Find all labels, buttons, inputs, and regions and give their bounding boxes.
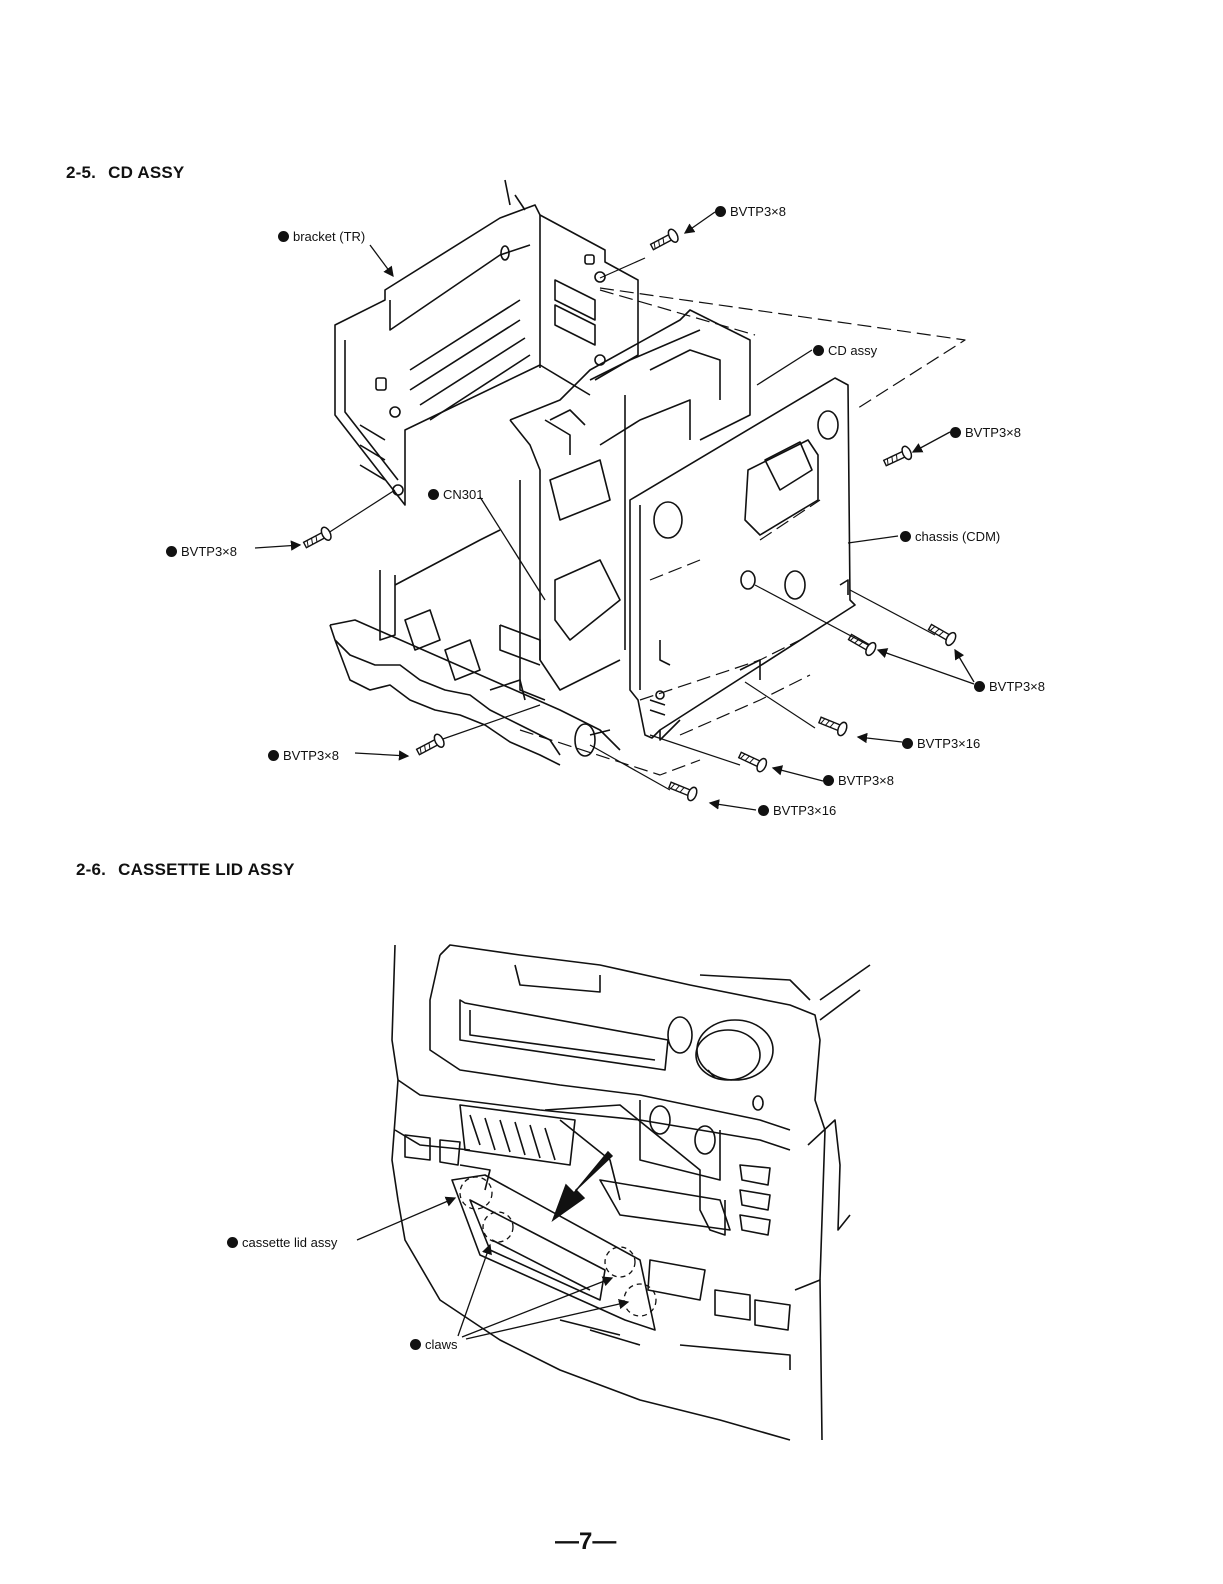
callout-cn301: CN301 <box>428 487 483 502</box>
page-number: —7— <box>555 1528 616 1556</box>
callout-screw-b: BVTP3×8 <box>823 773 894 788</box>
callout-screw-left: BVTP3×8 <box>166 544 237 559</box>
callout-cd-assy: CD assy <box>813 343 877 358</box>
callout-marker-icon <box>823 775 834 786</box>
callout-text: cassette lid assy <box>242 1235 337 1250</box>
callout-claws: claws <box>410 1337 458 1352</box>
callout-marker-icon <box>227 1237 238 1248</box>
callout-marker-icon <box>900 531 911 542</box>
callout-screw-top: BVTP3×8 <box>715 204 786 219</box>
callout-marker-icon <box>410 1339 421 1350</box>
callout-text: chassis (CDM) <box>915 529 1000 544</box>
callout-text: BVTP3×8 <box>965 425 1021 440</box>
callout-screw-bottom-left: BVTP3×8 <box>268 748 339 763</box>
callout-text: bracket (TR) <box>293 229 365 244</box>
callout-text: BVTP3×8 <box>283 748 339 763</box>
callout-marker-icon <box>758 805 769 816</box>
callout-screw-right-lower: BVTP3×8 <box>974 679 1045 694</box>
callout-marker-icon <box>278 231 289 242</box>
callout-text: CD assy <box>828 343 877 358</box>
bracket-tr-part <box>335 180 638 505</box>
cassette-lid <box>452 1175 655 1330</box>
callout-text: CN301 <box>443 487 483 502</box>
callout-text: BVTP3×8 <box>989 679 1045 694</box>
callout-marker-icon <box>813 345 824 356</box>
callout-screw-16-a: BVTP3×16 <box>902 736 980 751</box>
callout-text: claws <box>425 1337 458 1352</box>
callout-chassis-cdm: chassis (CDM) <box>900 529 1000 544</box>
callout-text: BVTP3×16 <box>917 736 980 751</box>
cd-assy-part <box>500 310 750 700</box>
callout-text: BVTP3×8 <box>730 204 786 219</box>
bottom-tray-part <box>330 530 620 765</box>
callout-marker-icon <box>428 489 439 500</box>
callout-marker-icon <box>268 750 279 761</box>
callout-marker-icon <box>166 546 177 557</box>
callout-screw-right: BVTP3×8 <box>950 425 1021 440</box>
callout-cassette-lid-assy: cassette lid assy <box>227 1235 337 1250</box>
callout-screw-16-b: BVTP3×16 <box>758 803 836 818</box>
callout-marker-icon <box>974 681 985 692</box>
callout-marker-icon <box>715 206 726 217</box>
callout-text: BVTP3×8 <box>181 544 237 559</box>
callout-marker-icon <box>902 738 913 749</box>
cassette-deck-part <box>392 945 870 1440</box>
callout-text: BVTP3×16 <box>773 803 836 818</box>
callout-bracket-tr: bracket (TR) <box>278 229 365 244</box>
callout-text: BVTP3×8 <box>838 773 894 788</box>
chassis-cdm-part <box>630 378 855 740</box>
callout-marker-icon <box>950 427 961 438</box>
